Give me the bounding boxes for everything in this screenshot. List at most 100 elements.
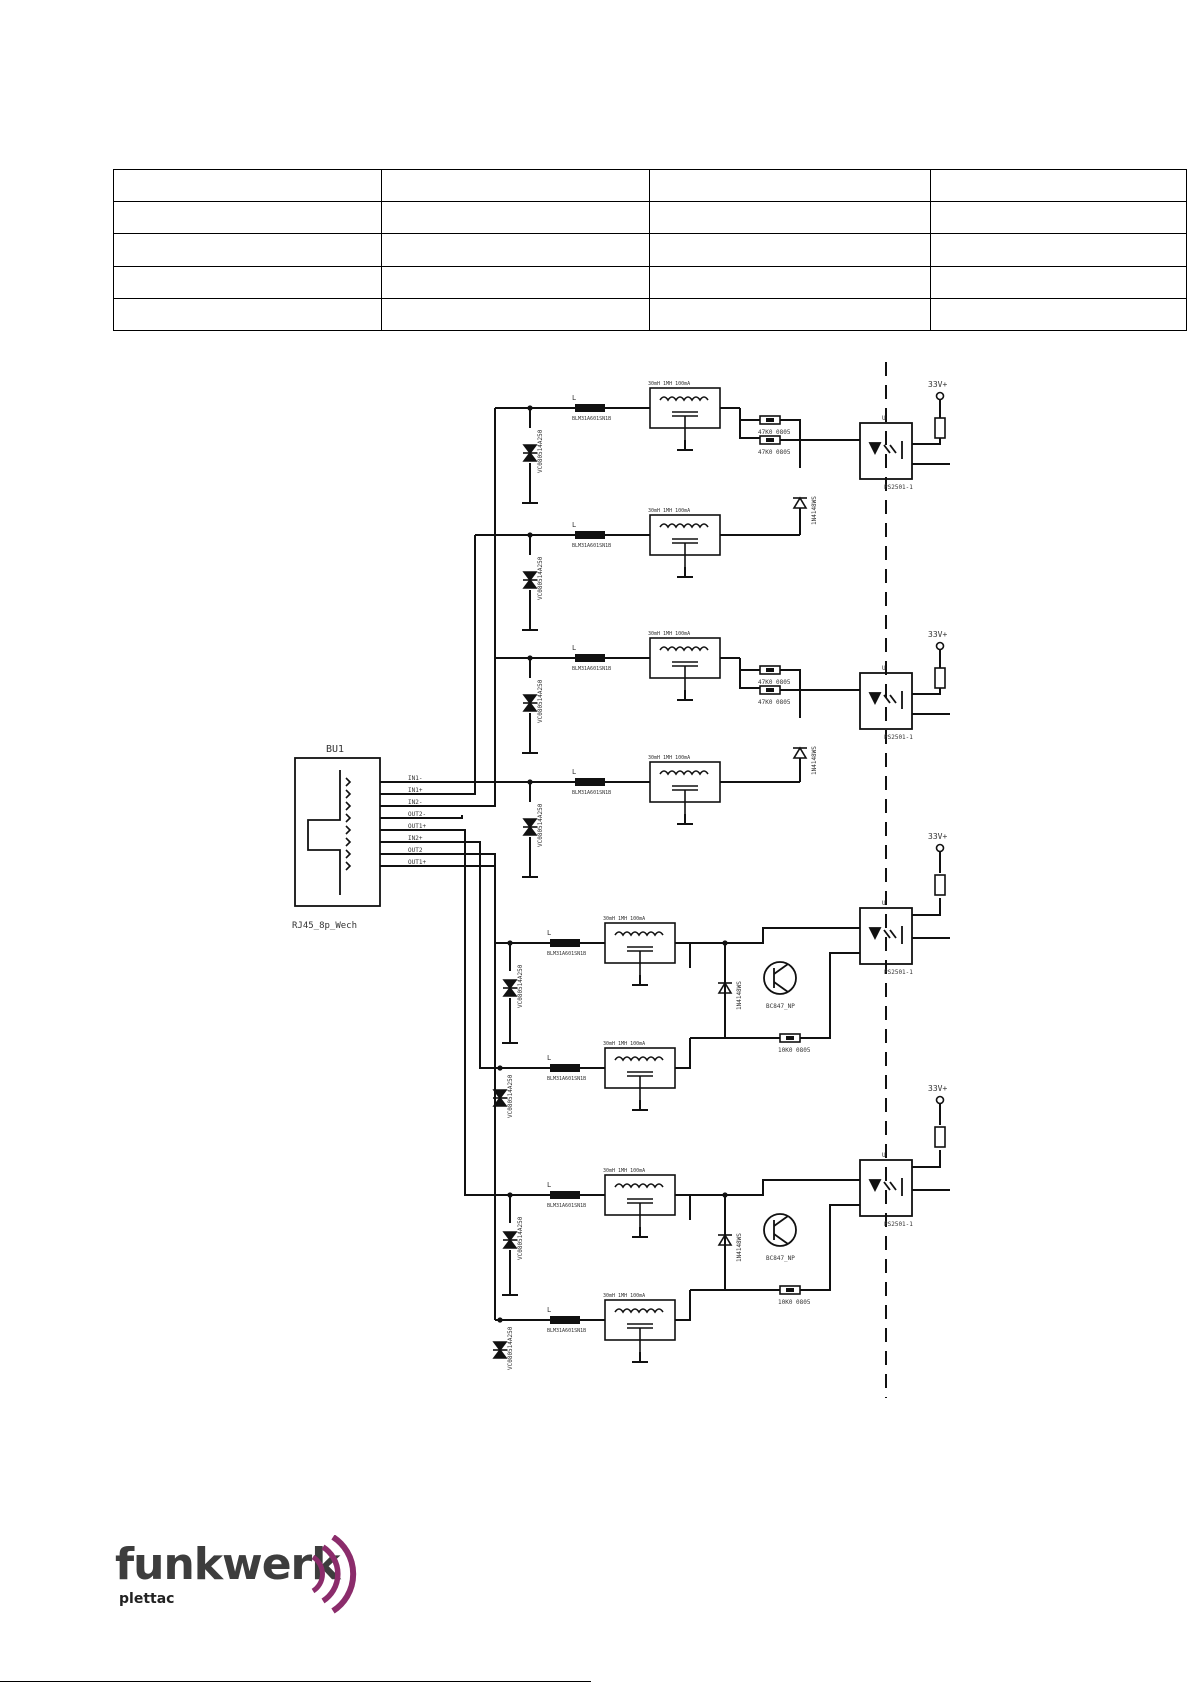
tvs-diode	[492, 1341, 508, 1359]
ferrite-ref: L	[572, 644, 576, 652]
wire	[912, 688, 941, 695]
signal-diode	[792, 496, 808, 509]
pin-label: OUT2	[408, 847, 423, 854]
supply-terminal	[935, 843, 945, 853]
ferrite-value: BLM31A601SN1B	[547, 951, 586, 957]
ground-symbol	[522, 743, 538, 754]
common-mode-choke	[649, 761, 721, 814]
resistor-value: 47K0 0805	[758, 679, 791, 686]
tvs-diode	[492, 1089, 508, 1107]
wire	[675, 1038, 691, 1069]
supply-label: 33V+	[928, 832, 947, 841]
wire	[800, 952, 860, 1039]
diode-value: 1N4148WS	[736, 981, 743, 1010]
table-row	[113, 233, 1187, 267]
supply-terminal	[935, 391, 945, 401]
pin-label: OUT1+	[408, 823, 426, 830]
opto-value: PS2501-1	[884, 1221, 913, 1228]
logo-wordmark: funkwerk	[115, 1539, 341, 1590]
tvs-diode	[522, 694, 538, 712]
diode-value: 1N4148WS	[736, 1233, 743, 1262]
ferrite-ref: L	[547, 929, 551, 937]
table-cell	[381, 297, 650, 332]
resistor-value: 10K0 0805	[778, 1299, 811, 1306]
table-cell	[649, 233, 931, 267]
choke-value: 30mH 1MH 100mA	[603, 1168, 645, 1174]
choke-value: 30mH 1MH 100mA	[648, 631, 690, 637]
common-mode-choke	[604, 922, 676, 975]
tvs-diode	[522, 571, 538, 589]
resistor	[759, 435, 781, 445]
connector-pin	[345, 837, 352, 847]
opto-ref: U	[882, 900, 886, 907]
optocoupler	[859, 1159, 913, 1217]
wire	[780, 419, 801, 468]
table-cell	[930, 233, 1187, 267]
wire	[912, 438, 941, 445]
signal-diode	[717, 1233, 733, 1246]
ground-symbol	[502, 1285, 518, 1296]
tvs-value: VC080514A250	[507, 1326, 514, 1370]
junction-dot	[527, 405, 533, 411]
npn-transistor	[763, 1213, 797, 1247]
ground-symbol	[677, 567, 693, 578]
connector-pin	[345, 813, 352, 823]
common-mode-choke	[604, 1047, 676, 1100]
opto-ref: U	[882, 415, 886, 422]
ferrite-bead	[550, 939, 580, 947]
table-row	[113, 201, 1187, 235]
ferrite-value: BLM31A601SN1B	[547, 1076, 586, 1082]
pullup-resistor	[934, 1126, 946, 1148]
resistor	[759, 685, 781, 695]
ground-symbol	[632, 1227, 648, 1238]
wire	[800, 1204, 860, 1291]
choke-value: 30mH 1MH 100mA	[648, 755, 690, 761]
ferrite-value: BLM31A601SN1B	[547, 1203, 586, 1209]
wire	[350, 829, 500, 1196]
common-mode-choke	[604, 1174, 676, 1227]
table-cell	[649, 297, 931, 332]
wire	[780, 669, 801, 718]
ferrite-ref: L	[572, 521, 576, 529]
wire	[350, 841, 500, 1069]
junction-dot	[527, 532, 533, 538]
choke-value: 30mH 1MH 100mA	[603, 1041, 645, 1047]
resistor-value: 10K0 0805	[778, 1047, 811, 1054]
resistor-value: 47K0 0805	[758, 429, 791, 436]
funkwerk-logo: funkwerk plettac	[115, 1535, 357, 1614]
ferrite-value: BLM31A601SN1B	[572, 543, 611, 549]
ferrite-bead	[575, 531, 605, 539]
supply-terminal	[935, 1095, 945, 1105]
table-cell	[381, 265, 650, 299]
ground-symbol	[677, 440, 693, 451]
choke-value: 30mH 1MH 100mA	[603, 916, 645, 922]
connector-pin	[345, 801, 352, 811]
resistor	[779, 1033, 801, 1043]
table-cell	[930, 297, 1187, 332]
table-cell	[113, 265, 382, 299]
common-mode-choke	[649, 637, 721, 690]
wire	[350, 815, 463, 819]
footer-rule	[0, 1681, 591, 1682]
tvs-diode	[502, 1231, 518, 1249]
pin-label: OUT2-	[408, 811, 426, 818]
connector-pin	[345, 849, 352, 859]
transistor-value: BC847_NP	[766, 1255, 795, 1262]
connector-pin	[345, 825, 352, 835]
ferrite-bead	[575, 778, 605, 786]
ground-symbol	[502, 1033, 518, 1044]
opto-value: PS2501-1	[884, 734, 913, 741]
pin-label: IN2+	[408, 835, 423, 842]
ferrite-ref: L	[547, 1054, 551, 1062]
connector-pin	[345, 789, 352, 799]
ferrite-value: BLM31A601SN1B	[547, 1328, 586, 1334]
ferrite-ref: L	[572, 768, 576, 776]
supply-terminal	[935, 641, 945, 651]
junction-dot	[507, 1192, 513, 1198]
table-cell	[649, 265, 931, 299]
supply-label: 33V+	[928, 380, 947, 389]
junction-dot	[497, 1317, 503, 1323]
wire	[350, 658, 496, 807]
pin-label: IN1+	[408, 787, 423, 794]
tvs-value: VC080514A250	[517, 1216, 524, 1260]
